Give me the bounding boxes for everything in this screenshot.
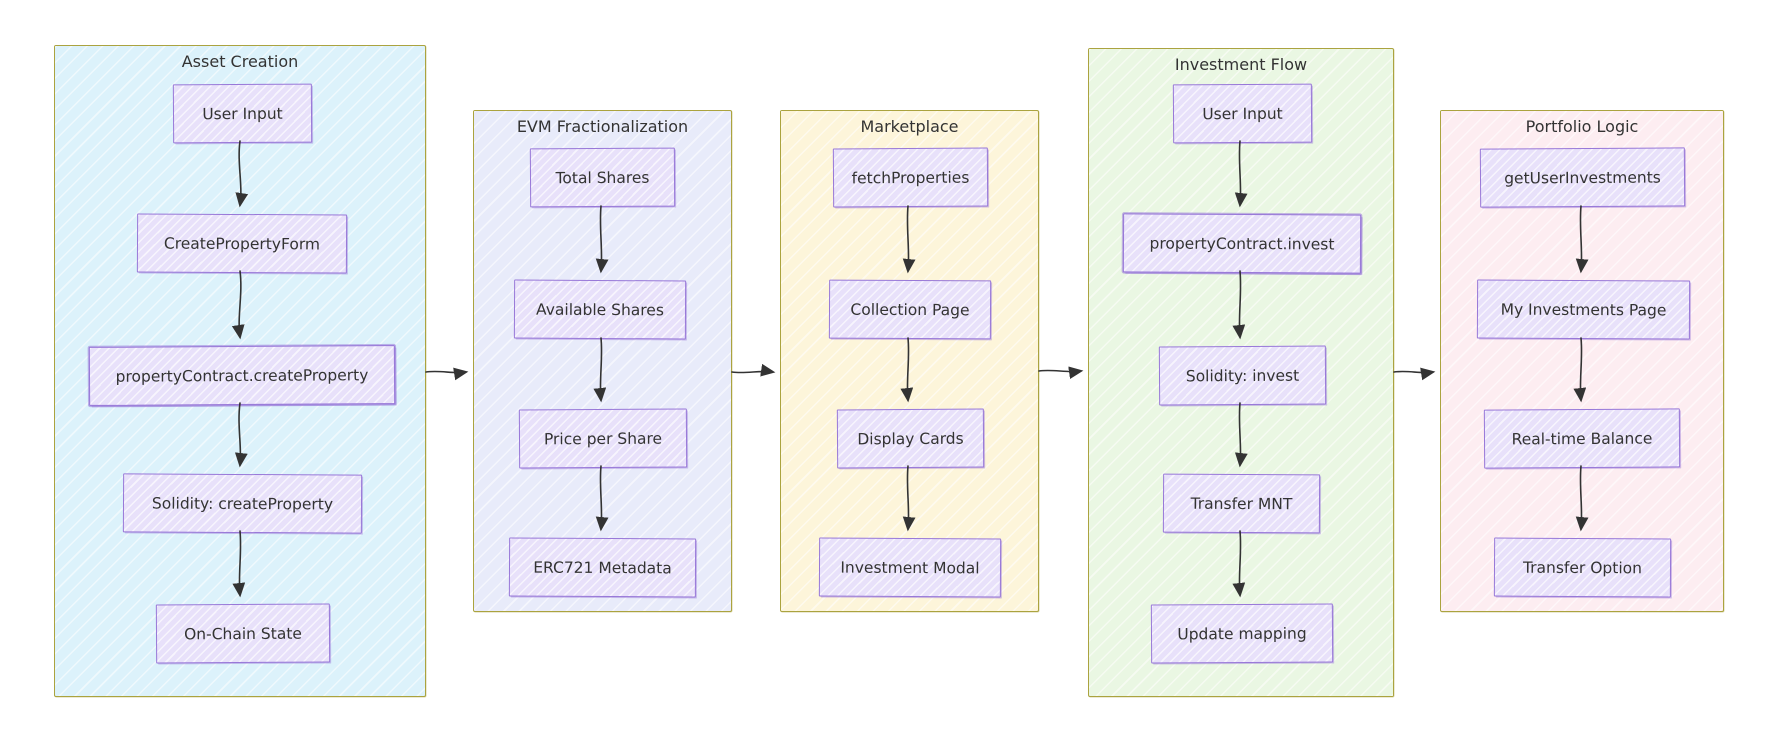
node-solidity-invest: Solidity: invest — [1158, 345, 1327, 406]
group-title-portfolio-logic: Portfolio Logic — [1525, 117, 1639, 136]
group-title-investment-flow: Investment Flow — [1174, 55, 1308, 74]
group-title-evm-fractionalization: EVM Fractionalization — [516, 117, 689, 136]
node-available-shares: Available Shares — [513, 279, 687, 340]
node-solidity-create-property: Solidity: createProperty — [122, 473, 363, 534]
node-property-contract-invest: propertyContract.invest — [1122, 213, 1362, 274]
arrow-col2-to-col3 — [731, 363, 776, 377]
group-title-marketplace: Marketplace — [860, 117, 959, 136]
node-transfer-mnt: Transfer MNT — [1162, 473, 1321, 534]
group-title-asset-creation: Asset Creation — [181, 52, 299, 71]
group-investment-flow: Investment Flow User Input propertyContr… — [1088, 48, 1394, 697]
node-get-user-investments: getUserInvestments — [1479, 147, 1686, 208]
group-asset-creation: Asset Creation User Input CreateProperty… — [54, 45, 426, 697]
node-real-time-balance: Real-time Balance — [1483, 408, 1681, 469]
arrow-col4-to-col5 — [1393, 367, 1436, 381]
node-my-investments-page: My Investments Page — [1476, 279, 1691, 340]
node-total-shares: Total Shares — [529, 147, 676, 208]
group-marketplace: Marketplace fetchProperties Collection P… — [780, 110, 1039, 612]
node-user-input: User Input — [172, 83, 313, 144]
node-investment-modal: Investment Modal — [818, 537, 1002, 598]
node-collection-page: Collection Page — [828, 279, 992, 340]
group-evm-fractionalization: EVM Fractionalization Total Shares Avail… — [473, 110, 732, 612]
node-transfer-option: Transfer Option — [1493, 537, 1672, 598]
node-display-cards: Display Cards — [836, 408, 985, 469]
node-price-per-share: Price per Share — [518, 408, 688, 469]
node-user-input-invest: User Input — [1172, 83, 1313, 144]
node-create-property-form: CreatePropertyForm — [136, 213, 348, 274]
node-update-mapping: Update mapping — [1150, 603, 1334, 664]
node-erc721-metadata: ERC721 Metadata — [508, 537, 697, 598]
group-portfolio-logic: Portfolio Logic getUserInvestments My In… — [1440, 110, 1724, 612]
node-on-chain-state: On-Chain State — [155, 603, 331, 664]
node-fetch-properties: fetchProperties — [832, 147, 989, 208]
node-property-contract-create-property: propertyContract.createProperty — [88, 345, 396, 406]
arrow-col3-to-col4 — [1038, 366, 1084, 380]
arrow-col1-to-col2 — [425, 367, 469, 381]
